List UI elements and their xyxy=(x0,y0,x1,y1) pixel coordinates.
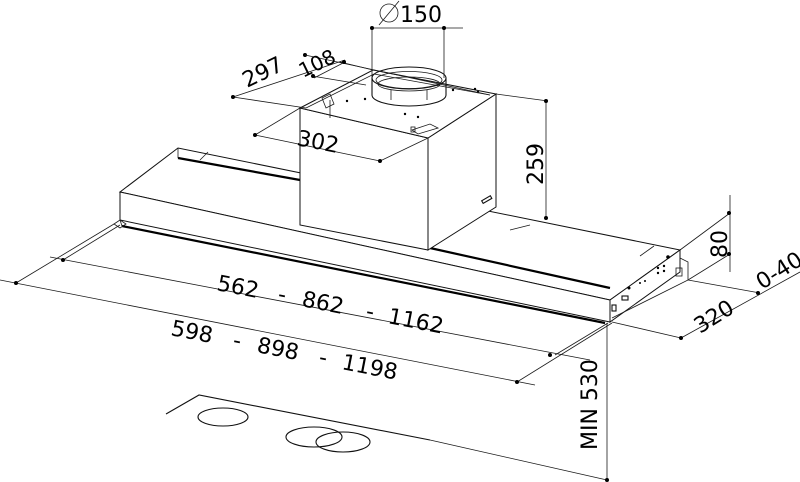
label-inner-width-1: 562 xyxy=(215,271,261,304)
dim-chimney-height: 259 xyxy=(495,93,549,220)
dim-duct-diameter: 150 xyxy=(370,0,463,78)
label-inner-width-2: 862 xyxy=(300,287,346,320)
label-outer-width-1: 598 xyxy=(169,316,215,349)
hood-side-panel xyxy=(609,249,681,323)
burner-center-front xyxy=(315,431,371,453)
label-front-extension: 0-40 xyxy=(752,247,800,295)
label-outer-width-2: 898 xyxy=(255,333,301,366)
burner-left xyxy=(197,407,249,427)
chimney xyxy=(298,69,498,251)
burner-center-back xyxy=(285,426,343,448)
label-outer-width-sep-1: - xyxy=(231,328,244,354)
dim-min-height: MIN 530 xyxy=(578,323,609,482)
label-inner-width-3: 1162 xyxy=(386,304,446,339)
chimney-clip-left xyxy=(321,93,335,109)
hob-outline xyxy=(165,394,608,481)
label-inner-width-sep-2: - xyxy=(364,299,377,325)
label-min-height: MIN 530 xyxy=(578,359,603,450)
label-outer-width-sep-2: - xyxy=(317,345,330,371)
label-outer-width-3: 1198 xyxy=(340,350,400,385)
label-body-height: 80 xyxy=(708,230,733,258)
label-chimney-height: 259 xyxy=(524,143,549,185)
chimney-clip-right xyxy=(411,123,440,135)
label-duct-diameter: 150 xyxy=(400,3,442,28)
side-panel-holes xyxy=(611,255,670,312)
label-inner-width-sep-1: - xyxy=(276,282,289,308)
dim-body-height: 80 xyxy=(679,195,733,281)
chimney-slot xyxy=(480,195,493,205)
label-body-depth: 320 xyxy=(690,296,739,339)
